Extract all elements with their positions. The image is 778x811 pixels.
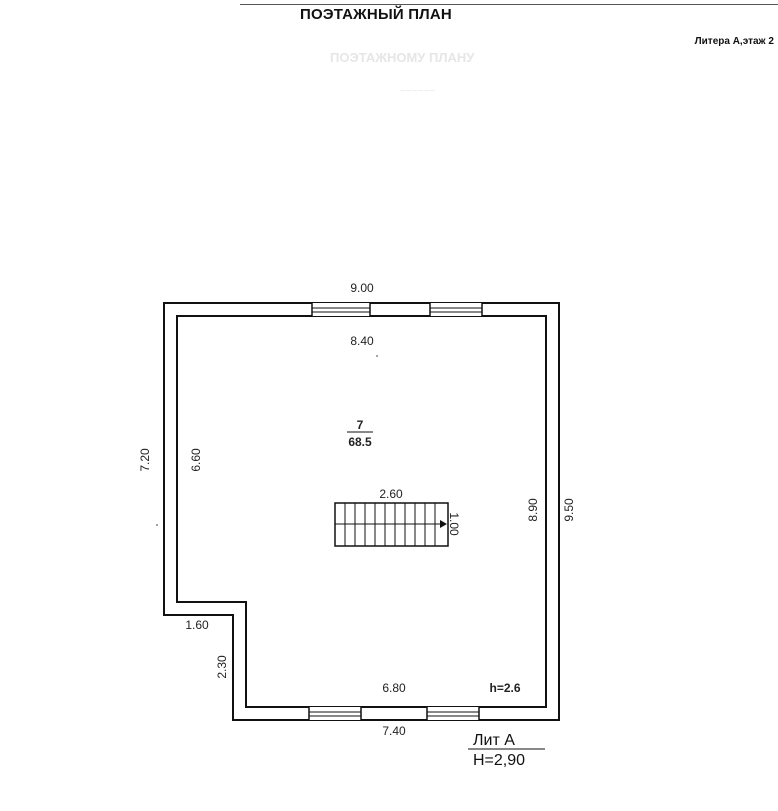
top-border-line [240, 4, 778, 5]
dim-inner-top: 8.40 [350, 334, 374, 348]
dim-outer-left: 7.20 [138, 448, 152, 472]
page-subtitle: Литера А,этаж 2 [694, 36, 774, 47]
dim-outer-top: 9.00 [350, 281, 374, 295]
litera-name: Лит А [473, 732, 515, 749]
litera-height: Н=2,90 [473, 752, 525, 769]
dim-outer-right: 9.50 [562, 498, 576, 522]
window-bottom-left [308, 707, 362, 720]
window-bottom-right [426, 707, 480, 720]
room-number: 7 [357, 418, 364, 432]
faint-bleed-through-text-2: ~~~~~~ [400, 86, 436, 97]
dim-stair-depth: 1.00 [447, 512, 461, 536]
room-area: 68.5 [348, 435, 372, 449]
dim-notch-height: 2.30 [215, 655, 229, 679]
outer-wall-contour [163, 302, 560, 721]
dim-inner-left: 6.60 [189, 448, 203, 472]
page-title: ПОЭТАЖНЫЙ ПЛАН [300, 6, 452, 23]
dim-outer-bottom: 7.40 [382, 724, 406, 738]
ceiling-height-label: h=2.6 [489, 681, 520, 695]
window-top-left [311, 303, 371, 316]
faint-bleed-through-text: ПОЭТАЖНОМУ ПЛАНУ [330, 50, 475, 65]
inner-wall-contour [176, 315, 547, 708]
staircase [334, 502, 449, 547]
dim-stair-width: 2.60 [379, 487, 403, 501]
dim-inner-right: 8.90 [526, 498, 540, 522]
dim-inner-bottom: 6.80 [382, 681, 406, 695]
window-top-right [429, 303, 483, 316]
stair-direction-arrow-icon [440, 520, 447, 528]
dim-notch-width: 1.60 [185, 618, 209, 632]
